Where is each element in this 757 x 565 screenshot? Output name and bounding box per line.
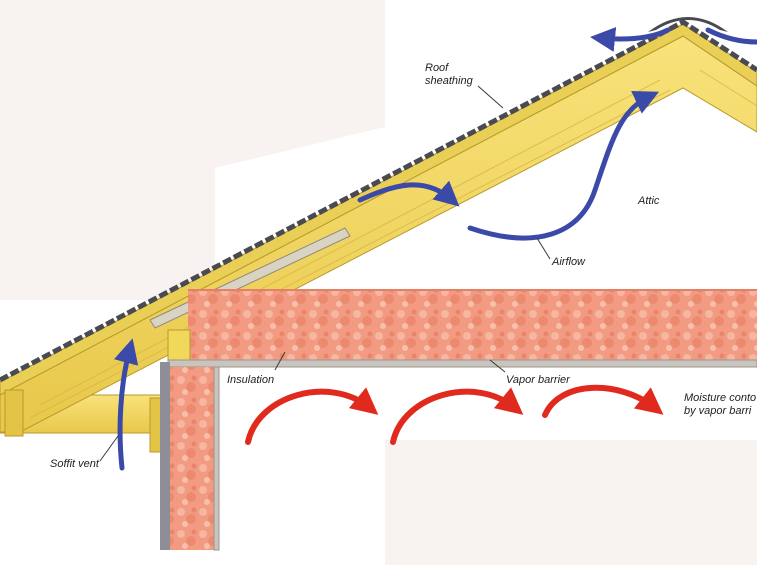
wall-insulation [170,367,216,550]
exterior-siding [160,362,170,550]
moisture-label: Moisture conto by vapor barri [684,392,756,418]
soffit-vent-label: Soffit vent [50,458,99,470]
top-plate [167,329,191,363]
airflow-soffit-arrow [114,338,139,471]
vapor-barrier-label: Vapor barrier [506,374,570,386]
attic-label: Attic [638,195,660,207]
airflow-arrows [114,27,757,471]
roof-sheathing-label: Roof sheathing [425,62,473,88]
vapor-barrier-ceiling [167,359,757,368]
roof-sheathing-label-line1: Roof [425,62,449,74]
moisture-arrows [245,384,664,445]
moisture-label-line2: by vapor barri [684,405,752,417]
vapor-barrier-wall [213,366,220,551]
airflow-attic-arrow [467,91,660,241]
insulation-label: Insulation [227,374,275,386]
attic-insulation [188,290,757,360]
airflow-channel-arrow [357,180,460,207]
moisture-arrow-3 [542,384,664,418]
airflow-label: Airflow [552,256,586,268]
leader-lines [99,85,551,462]
moisture-label-line1: Moisture conto [684,392,757,404]
airflow-ridge-right-arrow [705,27,757,45]
shingles [0,19,757,383]
fascia-board [4,389,24,437]
moisture-arrow-1 [245,387,379,445]
roof-sheathing-label-line2: sheathing [425,75,473,87]
moisture-arrow-2 [390,387,524,445]
ridge-vent-cap [648,17,728,32]
airflow-ridge-left-arrow [590,27,671,52]
